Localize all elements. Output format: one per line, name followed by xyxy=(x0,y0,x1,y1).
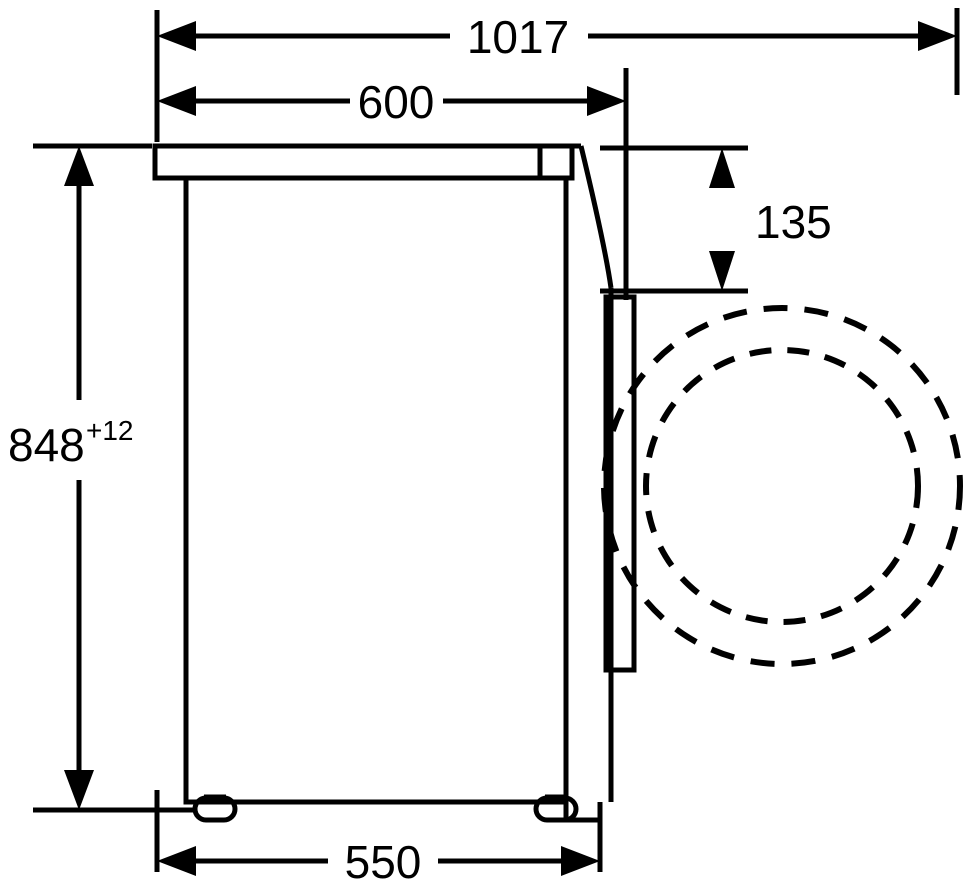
arrowhead-top-135 xyxy=(709,148,735,188)
door-swing-arcs xyxy=(601,305,963,667)
rear-back-panel-curve xyxy=(578,145,614,289)
door-swing-outer-arc xyxy=(601,305,963,667)
arrowhead-left-1017 xyxy=(157,21,196,51)
arrowhead-top-848 xyxy=(64,146,94,186)
arrowhead-right-1017 xyxy=(918,21,957,51)
arrowhead-left-600 xyxy=(157,86,196,116)
cabinet-body xyxy=(183,178,569,805)
dimension-label-848: 848 xyxy=(8,419,85,471)
door-swing-inner-arc xyxy=(643,347,921,625)
extension-lines xyxy=(33,8,960,872)
worktop-plate xyxy=(152,143,575,181)
dimension-550: 550 xyxy=(157,836,600,879)
door-hinge-strip xyxy=(603,294,637,673)
arrowhead-right-550 xyxy=(561,846,600,876)
dimension-135: 135 xyxy=(709,148,832,291)
dimension-848: 848 +12 xyxy=(8,146,134,810)
dimension-label-600: 600 xyxy=(358,76,435,128)
dimension-600: 600 xyxy=(157,76,626,128)
appliance-feet xyxy=(192,794,579,823)
dimension-1017: 1017 xyxy=(157,11,957,63)
appliance-outline xyxy=(152,143,637,823)
dimension-tolerance-848: +12 xyxy=(86,415,134,446)
dimension-label-1017: 1017 xyxy=(467,11,569,63)
arrowhead-bottom-135 xyxy=(709,251,735,291)
dimension-label-550: 550 xyxy=(345,836,422,879)
arrowhead-left-550 xyxy=(157,846,196,876)
dimension-label-135: 135 xyxy=(755,196,832,248)
rear-base-step xyxy=(563,802,603,823)
arrowhead-bottom-848 xyxy=(64,770,94,810)
arrowhead-right-600 xyxy=(587,86,626,116)
